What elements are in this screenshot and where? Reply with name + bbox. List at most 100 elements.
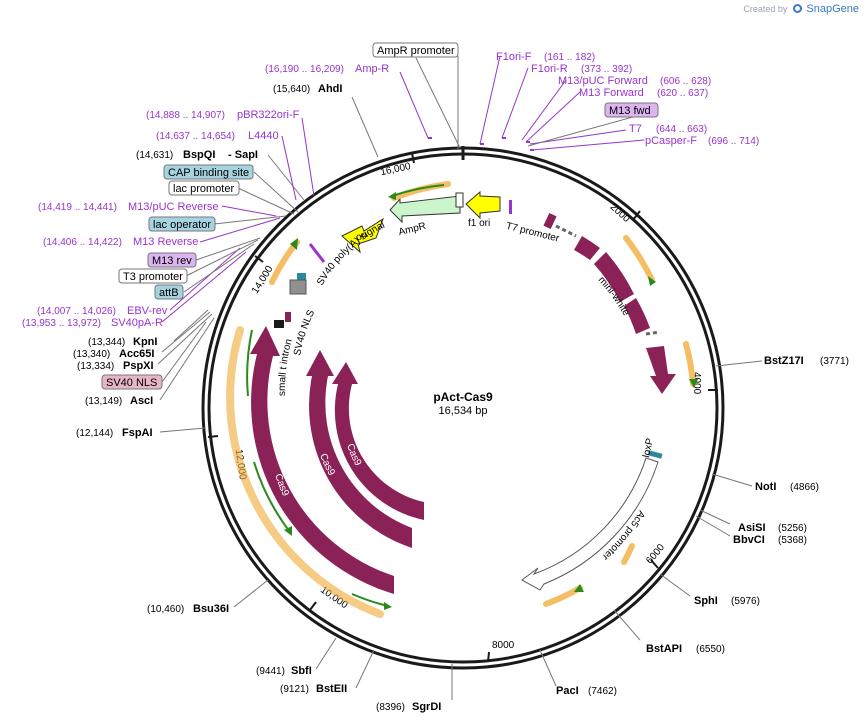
site-acc65i-pos: (13,340) [73,349,110,360]
site-noti[interactable]: NotI [755,481,776,493]
primer-m13-fwd-range: (620 .. 637) [657,88,708,99]
primer-ebv-rev[interactable]: EBV-rev [127,305,168,317]
sv40-polya-block [289,279,307,295]
site-bspqi[interactable]: BspQI [183,149,215,161]
site-asci[interactable]: AscI [130,395,153,407]
primer-ampr-range: (16,190 .. 16,209) [265,64,344,75]
feature-f1-ori[interactable]: f1 ori [465,190,501,229]
feature-ori[interactable]: ori [341,217,384,254]
tick-16000 [411,152,415,164]
mini-white-exon-5 [646,346,676,394]
site-paci[interactable]: PacI [556,685,579,697]
primer-pbr322ori-range: (14,888 .. 14,907) [146,110,225,121]
site-asci-pos: (13,149) [85,396,122,407]
box-m13-rev[interactable]: M13 rev [147,252,197,268]
primer-f1ori-r-range: (373 .. 392) [581,64,632,75]
f1-ori-label: f1 ori [468,218,490,229]
tick-14000 [254,255,264,263]
site-bstapi[interactable]: BstAPI [646,643,682,655]
mini-white-intron-2 [645,330,661,336]
mini-white-exon-1 [543,212,557,230]
primer-m13-rev[interactable]: M13 Reverse [133,236,198,248]
box-m13-rev-label: M13 rev [152,255,192,267]
site-bbvci[interactable]: BbvCI [733,534,765,546]
site-pspxi[interactable]: PspXI [123,360,154,372]
cas9-outer-arrow [250,326,394,594]
sv40-nls-block [285,312,291,322]
backbone [201,146,725,670]
primer-ampr[interactable]: Amp-R [355,63,389,75]
credit-brand: SnapGene [806,3,859,15]
primer-leaders [161,55,645,323]
site-sapi[interactable]: - SapI [228,149,258,161]
primer-block-cluster [308,243,326,263]
site-asisi[interactable]: AsiSI [738,522,766,534]
cas9-orf-arrow-1 [246,329,253,397]
tick-8000 [487,651,490,663]
primer-pcasper-f[interactable]: pCasper-F [645,135,697,147]
tick-label-4000: 4000 [691,372,702,395]
ampr-arrow [389,195,461,224]
site-bsu36i[interactable]: Bsu36I [193,603,229,615]
ampr-promoter-block [455,192,464,208]
box-sv40-nls-label: SV40 NLS [106,377,157,389]
ampr-orf-head [388,192,396,200]
right-orf-2 [683,341,696,387]
primer-f1ori-r[interactable]: F1ori-R [531,63,568,75]
primer-m13puc-rev[interactable]: M13/pUC Reverse [128,201,218,213]
cas9-middle-arrow [306,350,412,548]
site-fspai-pos: (12,144) [76,428,113,439]
box-t3-promoter[interactable]: T3 promoter [118,268,188,284]
box-m13-fwd-label: M13 fwd [609,105,651,117]
box-lac-operator[interactable]: lac operator [148,216,216,232]
small-t-block [274,320,284,328]
right-orf-2-head [689,379,698,388]
site-sbfi-pos: (9441) [256,666,285,677]
feature-cas9-middle[interactable]: Cas9 [306,350,412,548]
site-paci-pos: (7462) [588,686,617,697]
site-sgrdi[interactable]: SgrDI [412,701,441,713]
site-kpni[interactable]: KpnI [133,336,157,348]
left-orf-1-head [290,238,298,250]
primer-pbr322ori[interactable]: pBR322ori-F [237,109,300,121]
site-sphi[interactable]: SphI [694,595,718,607]
primer-f1ori-f[interactable]: F1ori-F [496,51,532,63]
primer-m13puc-fwd-range: (606 .. 628) [660,76,711,87]
tick-10000 [309,601,317,611]
tick-6000 [650,559,659,569]
feature-ac5-promoter[interactable]: Ac5 promoter [521,457,659,591]
small-t-label: small t intron [277,338,295,396]
feature-ampr[interactable]: AmpR [388,181,461,238]
site-bspqi-pos: (14,631) [136,150,173,161]
site-bstz17i[interactable]: BstZ17I [764,355,804,367]
box-sv40-nls[interactable]: SV40 NLS [101,374,163,390]
site-bsteii[interactable]: BstEII [316,683,347,695]
box-attb-label: attB [159,287,179,299]
feature-mini-white[interactable]: mini-white [543,212,676,394]
box-cap-binding[interactable]: CAP binding site [163,164,254,180]
mini-white-intron-1 [555,224,577,238]
site-sbfi[interactable]: SbfI [291,665,312,677]
primer-m13puc-fwd[interactable]: M13/pUC Forward [558,75,648,87]
site-bstz17i-pos: (3771) [820,356,849,367]
primer-m13-fwd[interactable]: M13 Forward [579,87,644,99]
box-ampr-promoter[interactable]: AmpR promoter [372,42,459,58]
box-leaders [161,56,659,383]
site-sgrdi-pos: (8396) [376,702,405,713]
primer-l4440[interactable]: L4440 [248,130,279,142]
sv40-polya-label: SV40 poly(A) signal [315,220,387,288]
site-ahdi-pos: (15,640) [273,84,310,95]
site-fspai[interactable]: FspAI [122,427,153,439]
primer-m13-rev-range: (14,406 .. 14,422) [43,237,122,248]
box-attb[interactable]: attB [154,284,184,300]
primer-t7[interactable]: T7 [629,123,642,135]
box-lac-promoter[interactable]: lac promoter [168,180,240,196]
site-ahdi[interactable]: AhdI [318,83,342,95]
site-acc65i[interactable]: Acc65I [119,348,154,360]
primer-sv40pa-r[interactable]: SV40pA-R [111,317,163,329]
box-m13-fwd[interactable]: M13 fwd [604,102,659,118]
primer-f1ori-f-range: (161 .. 182) [544,52,595,63]
primer-ebv-rev-range: (14,007 .. 14,026) [37,306,116,317]
feature-boxes: AmpR promoter CAP binding site lac promo… [101,42,659,390]
cas9-orf-arrow-2 [253,461,291,533]
